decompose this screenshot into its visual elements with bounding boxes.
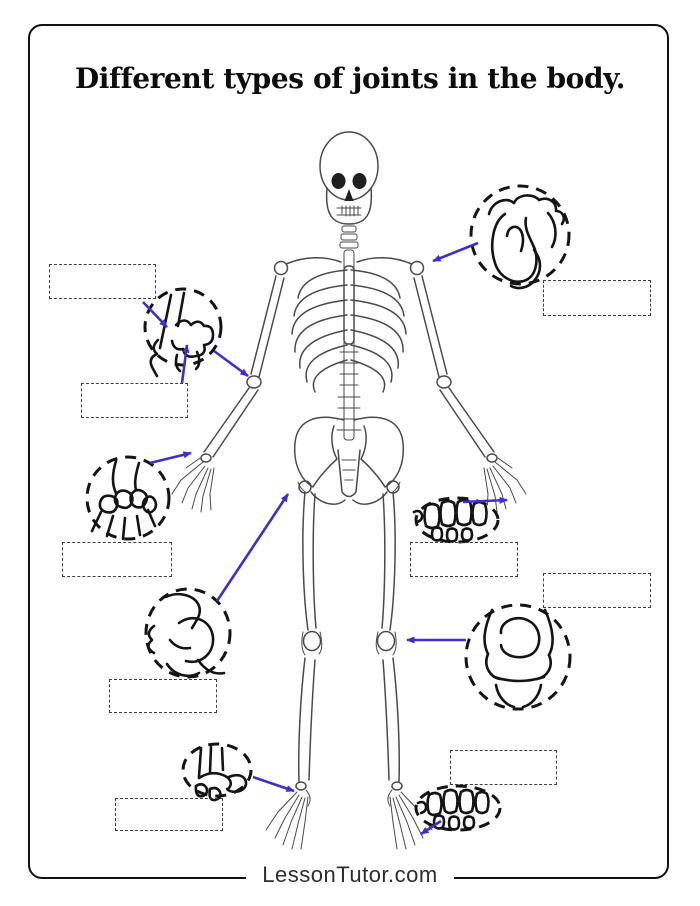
arrow-ankle	[252, 775, 295, 793]
foot-bones-closeup	[414, 784, 502, 832]
answer-box-top-left[interactable]	[49, 264, 156, 299]
wrist-joint-closeup	[85, 455, 171, 541]
answer-box-mid-left[interactable]	[62, 542, 172, 577]
arrow-elbow-from-box	[142, 301, 168, 328]
rib-cage-left	[291, 269, 348, 393]
sacrum	[337, 449, 361, 498]
arrow-elbow-to-skeleton	[213, 349, 249, 378]
elbow-joint-closeup	[143, 287, 223, 378]
hip-joint-closeup	[144, 587, 232, 679]
arrow-shoulder	[432, 241, 479, 263]
rib-cage-right	[350, 269, 407, 393]
arrow-hip	[215, 493, 290, 602]
arrow-wrist	[149, 451, 192, 465]
shoulder-girdle	[273, 257, 425, 276]
arrow-hand	[462, 496, 508, 504]
page-title: Different types of joints in the body.	[74, 62, 626, 95]
hand-phalanges-closeup	[412, 496, 500, 544]
answer-box-top-right[interactable]	[543, 280, 651, 316]
spine	[336, 249, 362, 441]
arrow-foot	[420, 819, 442, 836]
footer-site-text: LessonTutor.com	[246, 862, 454, 888]
skull	[319, 131, 379, 225]
pointer-arrows	[142, 241, 508, 836]
neck-vertebrae	[339, 225, 359, 249]
arrow-elbow-from-lower-box	[180, 344, 190, 384]
footer: LessonTutor.com	[0, 862, 700, 888]
answer-box-lower-left[interactable]	[109, 679, 217, 713]
skeleton-figure	[171, 131, 527, 850]
arm-right	[413, 275, 527, 513]
sternum	[343, 265, 355, 345]
answer-box-mid-right[interactable]	[410, 542, 518, 577]
ankle-joint-closeup	[181, 742, 253, 802]
answer-box-upper-left[interactable]	[81, 383, 188, 418]
answer-box-bottom-right[interactable]	[450, 750, 557, 785]
arm-left	[171, 275, 285, 513]
leg-left	[265, 481, 323, 850]
knee-joint-closeup	[464, 603, 572, 711]
shoulder-joint-closeup	[469, 184, 571, 290]
answer-box-right[interactable]	[543, 573, 651, 608]
answer-box-bottom-left[interactable]	[115, 798, 223, 831]
